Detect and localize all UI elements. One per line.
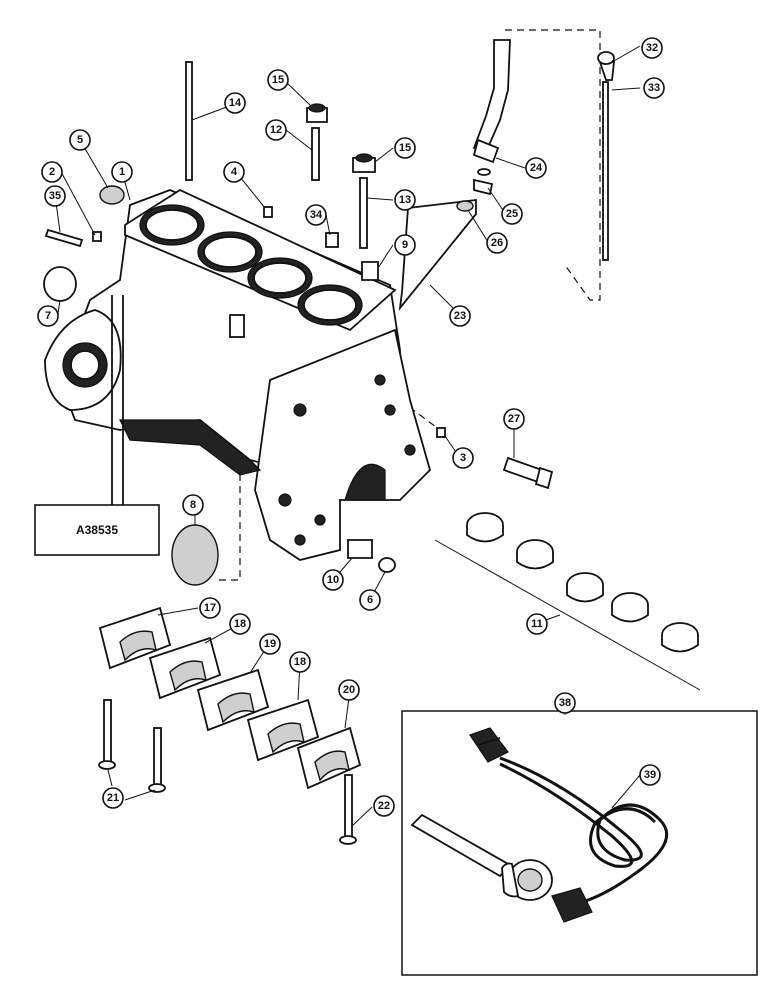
callout-32: 32	[641, 37, 663, 59]
svg-text:3: 3	[460, 452, 466, 464]
svg-text:6: 6	[367, 594, 373, 606]
callout-20: 20	[338, 679, 360, 701]
callout-1: 1	[111, 161, 133, 183]
svg-text:24: 24	[530, 162, 543, 174]
engine-block	[44, 188, 432, 561]
svg-text:20: 20	[343, 684, 355, 696]
svg-text:26: 26	[491, 237, 503, 249]
callout-9: 9	[394, 234, 416, 256]
svg-text:17: 17	[204, 602, 216, 614]
callout-24: 24	[525, 157, 547, 179]
callout-18-right: 18	[289, 651, 311, 673]
block-heater-kit	[401, 710, 758, 976]
svg-text:25: 25	[506, 208, 518, 220]
callout-39: 39	[639, 764, 661, 786]
callout-26: 26	[486, 232, 508, 254]
callout-34: 34	[305, 204, 327, 226]
callout-5: 5	[69, 129, 91, 151]
callout-7: 7	[37, 305, 59, 327]
svg-text:14: 14	[229, 97, 242, 109]
svg-text:5: 5	[77, 134, 83, 146]
svg-text:15: 15	[399, 142, 411, 154]
svg-text:34: 34	[310, 209, 323, 221]
callout-33: 33	[643, 77, 665, 99]
svg-text:4: 4	[231, 166, 238, 178]
callout-11: 11	[526, 613, 548, 635]
callout-18-left: 18	[229, 613, 251, 635]
svg-text:21: 21	[107, 792, 119, 804]
callout-6: 6	[359, 589, 381, 611]
fasteners	[43, 61, 554, 586]
callout-22: 22	[373, 795, 395, 817]
svg-text:35: 35	[49, 190, 61, 202]
cap-bolts	[98, 699, 357, 845]
callout-13: 13	[394, 189, 416, 211]
callout-25: 25	[501, 203, 523, 225]
callout-23: 23	[449, 305, 471, 327]
svg-text:13: 13	[399, 194, 411, 206]
callout-21: 21	[102, 787, 124, 809]
svg-text:2: 2	[49, 166, 55, 178]
callout-35: 35	[44, 185, 66, 207]
callout-10: 10	[322, 569, 344, 591]
reference-label: A38535	[76, 523, 118, 537]
callout-2: 2	[41, 161, 63, 183]
svg-text:39: 39	[644, 769, 656, 781]
bearing-caps	[98, 606, 362, 790]
callout-38: 38	[554, 692, 576, 714]
callout-19: 19	[259, 633, 281, 655]
callout-15-lower: 15	[394, 137, 416, 159]
reference-label-box: A38535	[34, 295, 160, 556]
callout-17: 17	[199, 597, 221, 619]
callout-3: 3	[452, 447, 474, 469]
dipstick-assembly	[398, 39, 616, 312]
callout-14: 14	[224, 92, 246, 114]
svg-text:27: 27	[508, 413, 520, 425]
svg-text:10: 10	[327, 574, 339, 586]
svg-text:9: 9	[402, 239, 408, 251]
svg-text:7: 7	[45, 310, 51, 322]
callout-27: 27	[503, 408, 525, 430]
callouts: 1 2 3 4 5 6 7 8 9 10 11 12 13 14 15 15 1…	[37, 37, 665, 817]
svg-text:15: 15	[272, 74, 284, 86]
svg-text:11: 11	[531, 618, 543, 630]
svg-text:22: 22	[378, 800, 390, 812]
callout-15-upper: 15	[267, 69, 289, 91]
svg-text:8: 8	[190, 499, 196, 511]
svg-text:19: 19	[264, 638, 276, 650]
main-bearings	[434, 512, 701, 691]
svg-text:1: 1	[119, 166, 125, 178]
svg-text:18: 18	[294, 656, 306, 668]
callout-12: 12	[265, 119, 287, 141]
svg-text:38: 38	[559, 697, 571, 709]
svg-text:32: 32	[646, 42, 658, 54]
svg-text:33: 33	[648, 82, 660, 94]
svg-text:18: 18	[234, 618, 246, 630]
svg-text:23: 23	[454, 310, 466, 322]
svg-text:12: 12	[270, 124, 282, 136]
callout-8: 8	[182, 494, 204, 516]
callout-4: 4	[223, 161, 245, 183]
